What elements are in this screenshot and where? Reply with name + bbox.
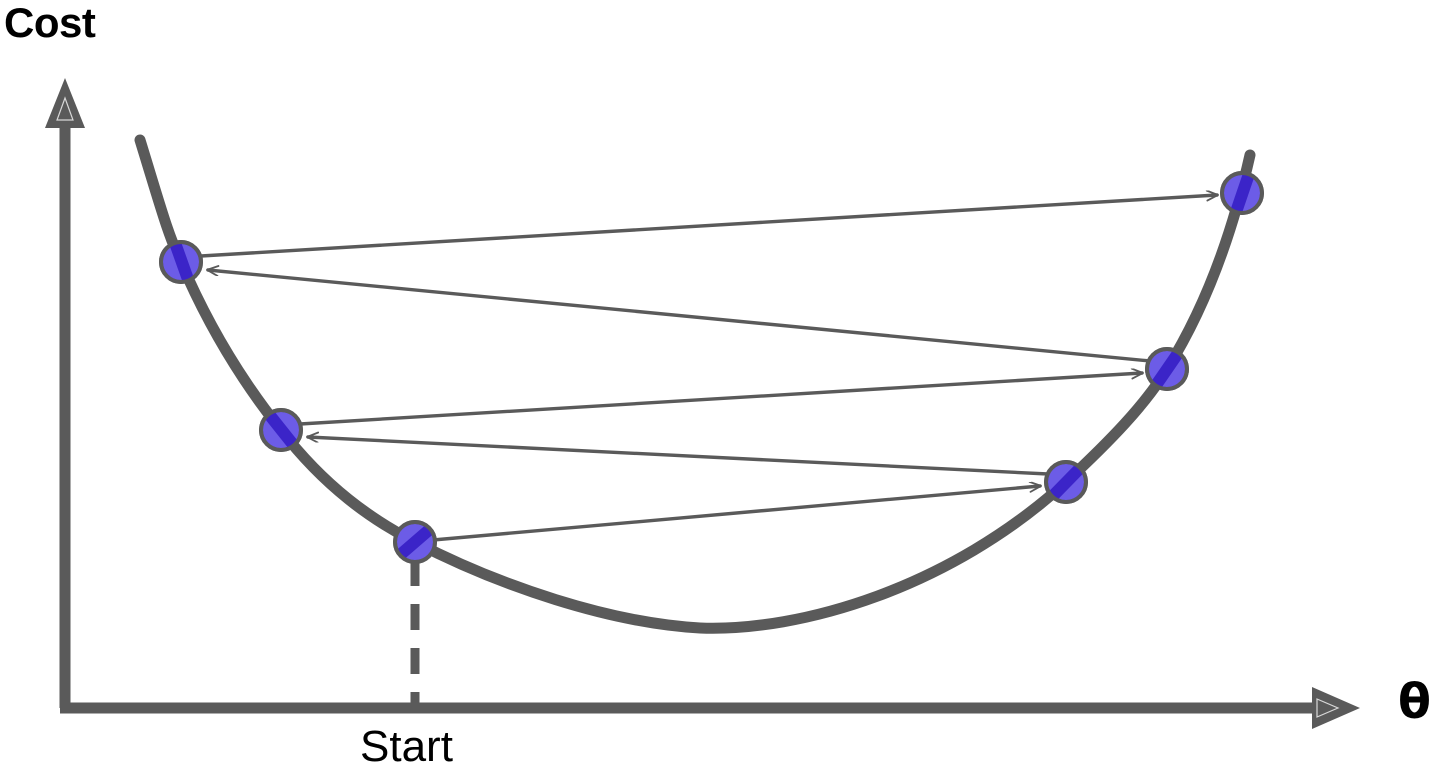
iterate-marker-4[interactable]	[159, 240, 203, 285]
update-arrow-0-to-1	[431, 486, 1040, 542]
x-axis-arrowhead-icon	[1312, 687, 1360, 729]
iterate-marker-3[interactable]	[1145, 346, 1189, 391]
update-arrows-group	[199, 195, 1217, 542]
update-arrow-3-to-4	[208, 270, 1152, 363]
axes-group	[45, 78, 1360, 729]
update-arrow-1-to-2	[308, 437, 1050, 476]
y-axis-arrowhead-icon	[45, 78, 85, 128]
iterate-marker-start[interactable]	[393, 520, 437, 564]
y-axis-arrowhead-inner-icon	[56, 96, 74, 121]
iterate-marker-2[interactable]	[259, 408, 303, 452]
x-axis-label: θ	[1398, 674, 1431, 730]
iterate-marker-5[interactable]	[1220, 171, 1264, 215]
update-arrow-2-to-3	[298, 373, 1142, 426]
cost-curve-group	[134, 134, 1256, 634]
y-axis-label: Cost	[4, 0, 96, 46]
start-point-label: Start	[360, 722, 453, 771]
cost-curve	[134, 134, 1256, 634]
update-arrow-4-to-5	[199, 195, 1217, 258]
iterate-markers-group	[159, 171, 1264, 564]
iterate-marker-1[interactable]	[1044, 460, 1088, 504]
x-axis-arrowhead-inner-icon	[1316, 698, 1340, 718]
